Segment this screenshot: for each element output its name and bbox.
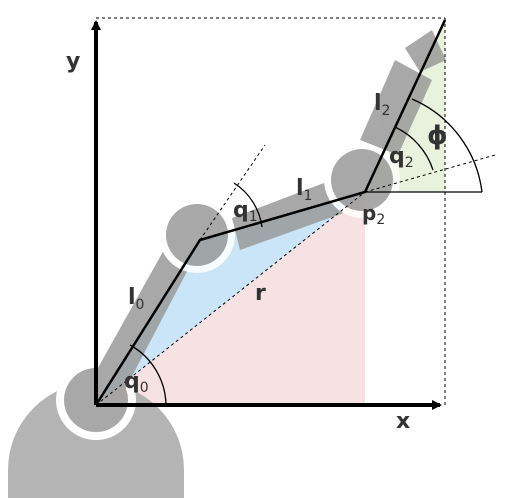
joint-1-disc [166, 204, 228, 266]
label-l1-sub: 1 [304, 188, 313, 204]
label-l2-base: l [374, 91, 382, 116]
kinematic-chain [94, 19, 447, 406]
helper-dotted-lines [95, 17, 496, 406]
label-l0-sub: 0 [136, 297, 145, 313]
link-1-extension-line [364, 154, 496, 193]
label-q0-base: q [124, 369, 140, 394]
q0-arc [129, 344, 167, 406]
phi-arc [411, 98, 483, 193]
label-phi: ϕ [427, 121, 448, 151]
label-q0: q0 [124, 369, 149, 396]
label-p2-base: p [362, 201, 376, 225]
x-axis-label: x [396, 409, 410, 434]
q2-arc [394, 126, 434, 171]
y-axis-label: y [66, 49, 80, 74]
label-l2-sub: 2 [382, 103, 391, 119]
label-l0-base: l [128, 285, 136, 310]
label-l0: l0 [128, 285, 144, 313]
label-l1-base: l [296, 176, 304, 201]
label-q2: q2 [389, 144, 414, 171]
label-q2-sub: 2 [405, 155, 414, 171]
label-p2-sub: 2 [376, 212, 385, 228]
label-l2: l2 [374, 91, 390, 119]
link-0-extension-line [199, 144, 266, 241]
label-p2: p2 [362, 201, 385, 228]
label-q2-base: q [389, 144, 405, 169]
label-q0-sub: 0 [140, 380, 149, 396]
label-q1-sub: 1 [249, 209, 258, 225]
label-q1: q1 [233, 198, 258, 225]
label-r: r [255, 281, 266, 306]
label-q1-base: q [233, 198, 249, 223]
link-0-body [80, 248, 192, 418]
label-l1: l1 [296, 176, 312, 204]
